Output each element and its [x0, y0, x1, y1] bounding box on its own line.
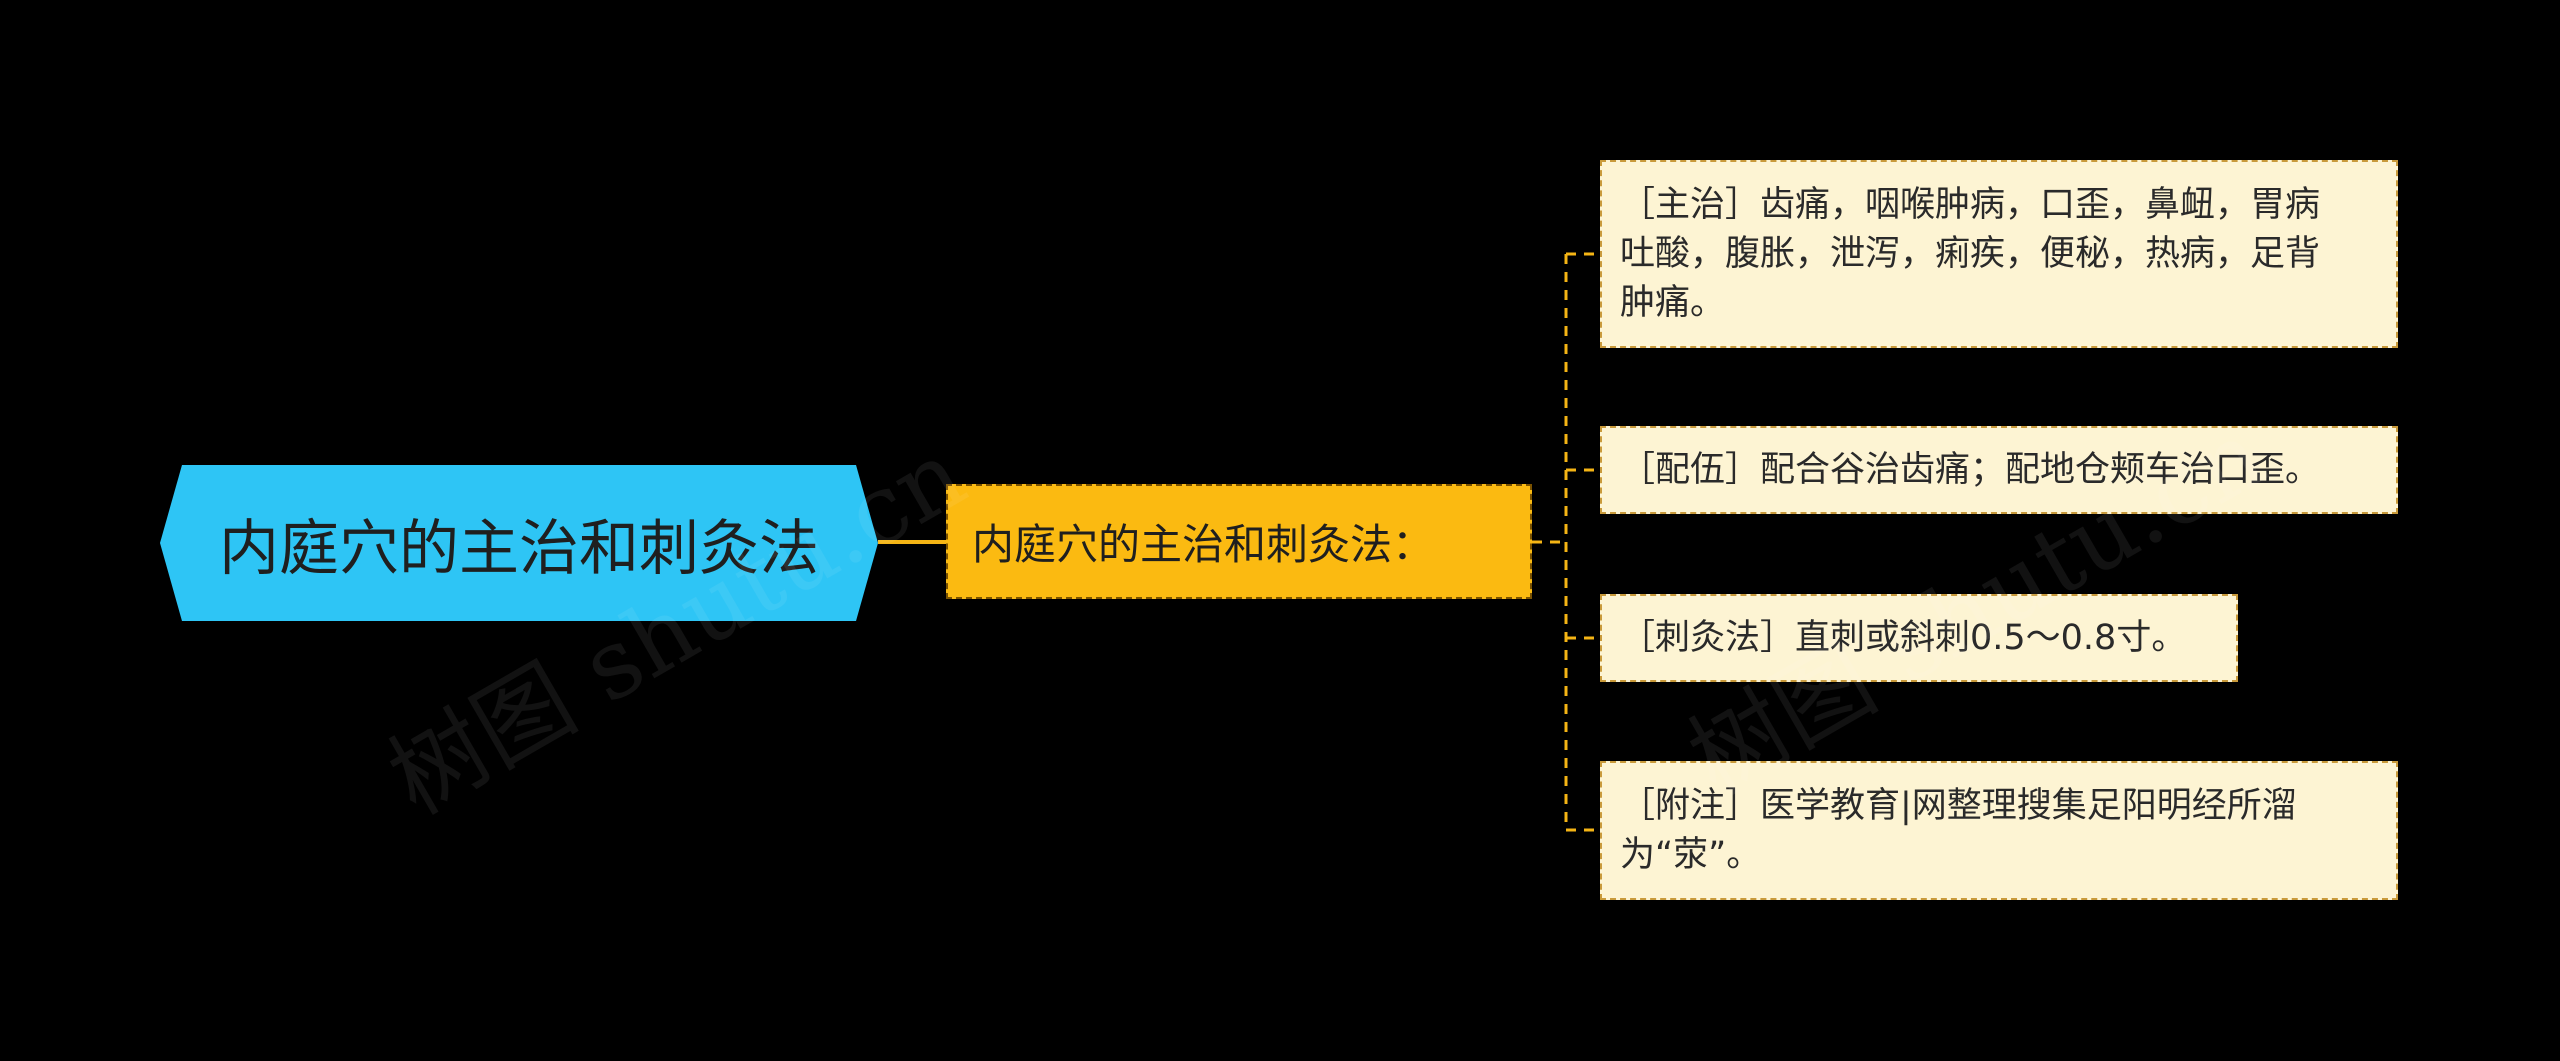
leaf-node-text: ［附注］医学教育|网整理搜集足阳明经所溜 为“荥”。 — [1620, 782, 2297, 880]
root-node-label: 内庭穴的主治和刺灸法 — [219, 513, 819, 584]
leaf-line: 为“荥”。 — [1620, 834, 1762, 875]
leaf-line: ［配伍］配合谷治齿痛；配地仓颊车治口歪。 — [1620, 449, 2321, 490]
leaf-line: ［刺灸法］直刺或斜刺0.5～0.8寸。 — [1620, 617, 2187, 658]
center-node-label: 内庭穴的主治和刺灸法： — [972, 520, 1435, 569]
leaf-node-indications[interactable]: ［主治］齿痛，咽喉肿病，口歪，鼻衄，胃病 吐酸，腹胀，泄泻，痢疾，便秘，热病，足… — [1600, 160, 2398, 348]
root-node[interactable]: 内庭穴的主治和刺灸法 — [160, 465, 878, 621]
leaf-node-combination[interactable]: ［配伍］配合谷治齿痛；配地仓颊车治口歪。 — [1600, 426, 2398, 514]
center-node[interactable]: 内庭穴的主治和刺灸法： — [946, 484, 1532, 599]
leaf-node-text: ［刺灸法］直刺或斜刺0.5～0.8寸。 — [1620, 614, 2186, 663]
leaf-line: 肿痛。 — [1620, 282, 1726, 323]
leaf-line: 吐酸，腹胀，泄泻，痢疾，便秘，热病，足背 — [1620, 233, 2321, 274]
leaf-node-text: ［配伍］配合谷治齿痛；配地仓颊车治口歪。 — [1620, 446, 2320, 495]
leaf-node-note[interactable]: ［附注］医学教育|网整理搜集足阳明经所溜 为“荥”。 — [1600, 761, 2398, 900]
leaf-node-text: ［主治］齿痛，咽喉肿病，口歪，鼻衄，胃病 吐酸，腹胀，泄泻，痢疾，便秘，热病，足… — [1620, 181, 2320, 328]
leaf-line: ［主治］齿痛，咽喉肿病，口歪，鼻衄，胃病 — [1620, 184, 2321, 225]
leaf-line: ［附注］医学教育|网整理搜集足阳明经所溜 — [1620, 785, 2297, 826]
leaf-node-needling-method[interactable]: ［刺灸法］直刺或斜刺0.5～0.8寸。 — [1600, 594, 2238, 682]
